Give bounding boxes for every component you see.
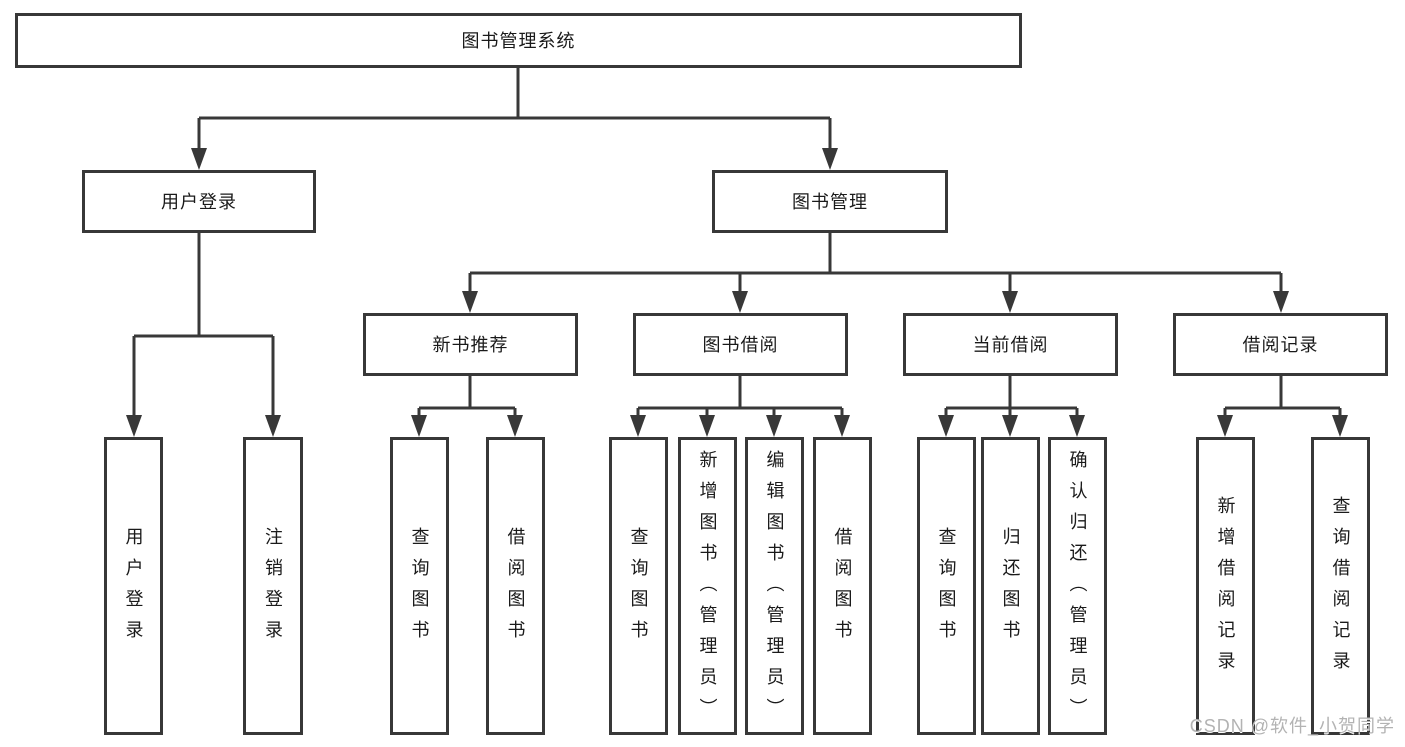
node-leaf-query-books-2: 查询图书 bbox=[609, 437, 668, 735]
node-current-borrowing: 当前借阅 bbox=[903, 313, 1118, 376]
node-leaf-query-borrow-record: 查询借阅记录 bbox=[1311, 437, 1370, 735]
node-leaf-add-books-admin: 新增图书（管理员） bbox=[678, 437, 737, 735]
node-book-borrowing: 图书借阅 bbox=[633, 313, 848, 376]
node-leaf-borrow-books-2: 借阅图书 bbox=[813, 437, 872, 735]
watermark: CSDN @软件_小贺同学 bbox=[1189, 716, 1395, 736]
node-leaf-user-login: 用户登录 bbox=[104, 437, 163, 735]
node-borrowing-records: 借阅记录 bbox=[1173, 313, 1388, 376]
node-leaf-borrow-books-1: 借阅图书 bbox=[486, 437, 545, 735]
node-leaf-add-borrow-record: 新增借阅记录 bbox=[1196, 437, 1255, 735]
node-leaf-return-books: 归还图书 bbox=[981, 437, 1040, 735]
node-new-book-recommendation: 新书推荐 bbox=[363, 313, 578, 376]
node-leaf-query-books-3: 查询图书 bbox=[917, 437, 976, 735]
node-leaf-query-books-1: 查询图书 bbox=[390, 437, 449, 735]
node-book-management: 图书管理 bbox=[712, 170, 948, 233]
node-library-management-system: 图书管理系统 bbox=[15, 13, 1022, 68]
node-leaf-confirm-return-admin: 确认归还（管理员） bbox=[1048, 437, 1107, 735]
node-user-login: 用户登录 bbox=[82, 170, 316, 233]
node-leaf-logout: 注销登录 bbox=[243, 437, 303, 735]
node-leaf-edit-books-admin: 编辑图书（管理员） bbox=[745, 437, 804, 735]
